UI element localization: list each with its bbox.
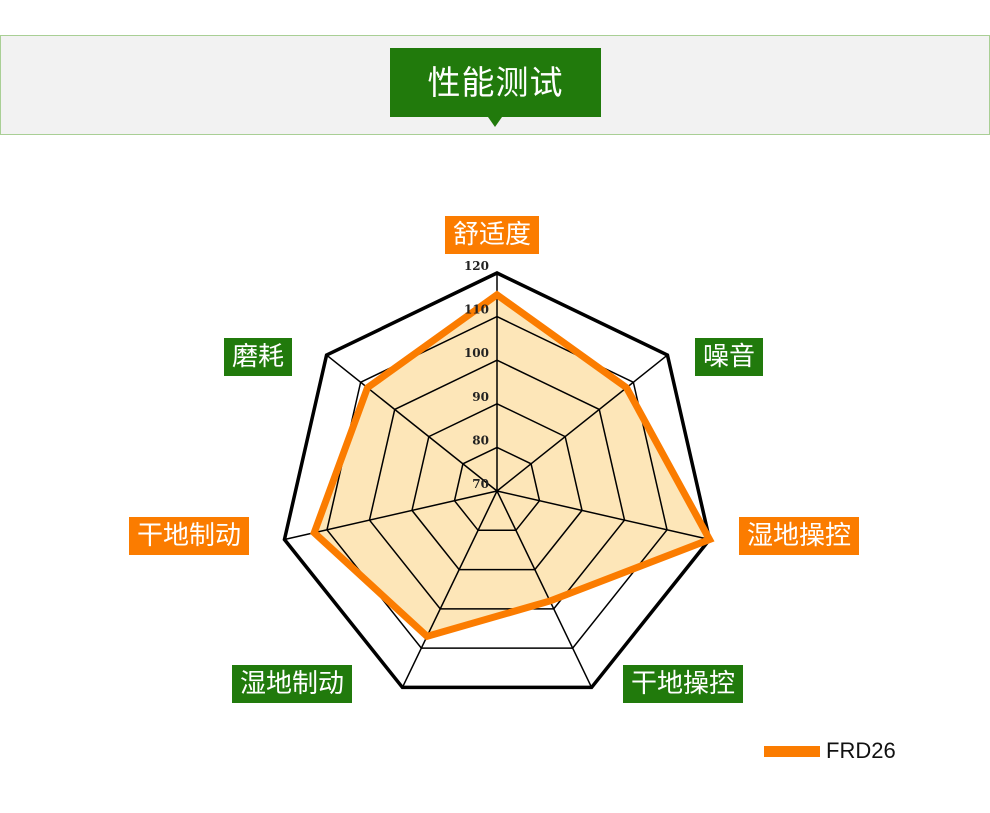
axis-spoke — [496, 354, 668, 492]
legend: FRD26 — [764, 738, 896, 764]
tick-label: 80 — [472, 433, 489, 447]
tick-label: 100 — [464, 346, 489, 360]
tick-label: 70 — [472, 477, 489, 491]
axis-spoke — [496, 490, 710, 541]
axis-label: 噪音 — [695, 338, 764, 376]
axis-label: 湿地操控 — [739, 517, 860, 555]
axis-label: 干地制动 — [129, 517, 250, 555]
grid-ring-80 — [453, 446, 541, 532]
axis-label: 舒适度 — [445, 216, 540, 254]
axis-spoke — [496, 490, 593, 688]
grid-ring-120 — [282, 271, 712, 690]
legend-swatch — [764, 745, 820, 757]
axis-label: 干地操控 — [623, 665, 744, 703]
tick-label: 120 — [464, 259, 489, 273]
axis-spoke — [326, 354, 498, 492]
axis-label: 磨耗 — [224, 338, 293, 376]
axis-label: 湿地制动 — [232, 665, 353, 703]
page-title: 性能测试 — [390, 48, 601, 117]
axis-spoke — [284, 490, 498, 541]
legend-label: FRD26 — [826, 738, 896, 763]
grid-ring-90 — [411, 402, 583, 571]
title-pointer — [488, 117, 502, 127]
tick-label: 110 — [464, 303, 489, 317]
tick-label: 90 — [472, 390, 489, 404]
series-line — [310, 290, 715, 641]
grid-ring-100 — [368, 359, 626, 610]
axis-spoke — [401, 490, 498, 688]
